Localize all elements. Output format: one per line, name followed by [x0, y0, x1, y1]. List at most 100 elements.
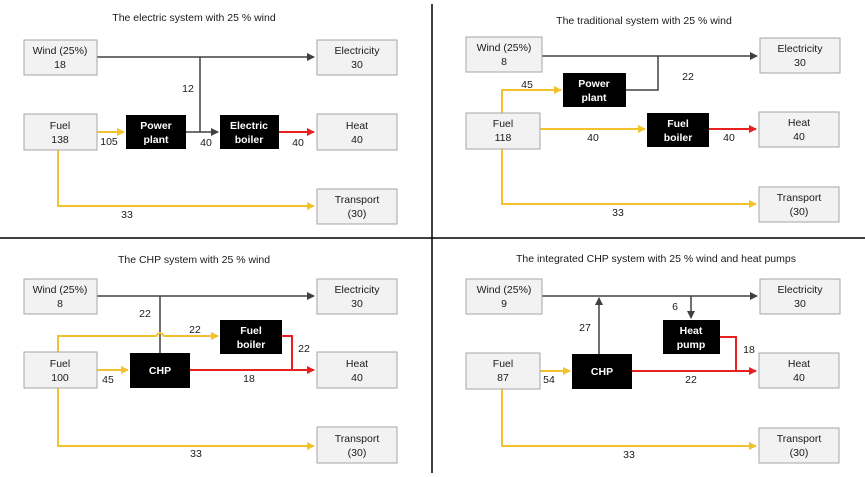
svg-text:Heat: Heat [788, 358, 810, 370]
panel-title: The CHP system with 25 % wind [118, 254, 270, 266]
power-plant-block: Power plant [563, 73, 626, 107]
panel-electric-system: The electric system with 25 % wind Wind … [23, 12, 398, 225]
fuel-to-transport-flow [57, 388, 315, 450]
svg-text:Transport: Transport [335, 194, 380, 206]
svg-text:CHP: CHP [591, 366, 613, 378]
svg-text:Electricity: Electricity [778, 43, 824, 55]
svg-text:40: 40 [351, 134, 363, 146]
svg-text:30: 30 [351, 59, 363, 71]
svg-text:Transport: Transport [335, 433, 380, 445]
svg-text:Fuel: Fuel [667, 118, 689, 130]
chp-block: CHP [130, 353, 190, 388]
heat-box: Heat 40 [758, 111, 840, 148]
svg-text:40: 40 [793, 131, 805, 143]
svg-text:9: 9 [501, 298, 507, 310]
panel-traditional-system: The traditional system with 25 % wind Wi… [465, 15, 841, 223]
panel-title: The traditional system with 25 % wind [556, 15, 732, 27]
plant-to-electricity-flow [626, 56, 659, 91]
flow-label: 27 [579, 322, 591, 334]
svg-text:(30): (30) [348, 447, 367, 459]
fuel-to-boiler-flow [57, 332, 219, 352]
svg-text:Transport: Transport [777, 192, 822, 204]
svg-text:Electricity: Electricity [335, 284, 381, 296]
power-plant-block: Power plant [126, 115, 186, 149]
flow-label: 45 [102, 374, 114, 386]
boiler-to-heat-flow [282, 335, 293, 370]
electricity-box: Electricity 30 [316, 39, 398, 76]
svg-text:8: 8 [57, 298, 63, 310]
wind-box: Wind (25%) 9 [465, 278, 543, 315]
fuel-to-transport-flow [501, 149, 757, 208]
svg-text:100: 100 [51, 372, 69, 384]
panel-chp-system: The CHP system with 25 % wind Wind (25%)… [23, 254, 398, 464]
panel-title: The integrated CHP system with 25 % wind… [516, 253, 796, 265]
heat-box: Heat 40 [316, 113, 398, 151]
svg-text:Power: Power [140, 120, 172, 132]
svg-text:Wind (25%): Wind (25%) [33, 284, 88, 296]
transport-box: Transport (30) [316, 426, 398, 464]
flow-label: 105 [100, 136, 118, 148]
flow-label: 22 [685, 374, 697, 386]
svg-text:CHP: CHP [149, 365, 171, 377]
svg-text:18: 18 [54, 59, 66, 71]
svg-text:8: 8 [501, 56, 507, 68]
flow-label: 33 [190, 448, 202, 460]
svg-text:(30): (30) [348, 208, 367, 220]
flow-label: 33 [612, 207, 624, 219]
svg-text:30: 30 [794, 57, 806, 69]
svg-text:boiler: boiler [237, 339, 266, 351]
fuel-boiler-block: Fuel boiler [647, 113, 709, 147]
flow-label: 18 [743, 344, 755, 356]
panel-title: The electric system with 25 % wind [112, 12, 276, 24]
svg-text:(30): (30) [790, 447, 809, 459]
flow-label: 40 [723, 132, 735, 144]
flow-label: 22 [298, 343, 310, 355]
fuel-to-plant-flow [501, 86, 562, 114]
flow-label: 6 [672, 301, 678, 313]
electric-boiler-block: Electric boiler [220, 115, 279, 149]
svg-text:Fuel: Fuel [493, 118, 513, 130]
fuel-to-transport-flow [57, 150, 315, 210]
fuel-box: Fuel 138 [23, 113, 98, 151]
flow-label: 40 [587, 132, 599, 144]
svg-text:Electricity: Electricity [335, 45, 381, 57]
svg-text:Fuel: Fuel [50, 120, 70, 132]
svg-text:Electricity: Electricity [778, 284, 824, 296]
flow-label: 18 [243, 373, 255, 385]
svg-text:30: 30 [794, 298, 806, 310]
svg-text:Fuel: Fuel [493, 358, 513, 370]
flow-label: 54 [543, 374, 555, 386]
svg-text:Heat: Heat [346, 120, 368, 132]
svg-text:pump: pump [677, 339, 706, 351]
fuel-to-transport-flow [501, 389, 757, 450]
svg-text:Heat: Heat [680, 325, 703, 337]
svg-text:(30): (30) [790, 206, 809, 218]
flow-label: 22 [682, 71, 694, 83]
heat-box: Heat 40 [758, 352, 840, 389]
chp-block: CHP [572, 354, 632, 389]
svg-text:plant: plant [143, 134, 169, 146]
svg-text:Fuel: Fuel [240, 325, 262, 337]
flow-label: 33 [121, 209, 133, 221]
svg-text:plant: plant [581, 92, 607, 104]
fuel-boiler-block: Fuel boiler [220, 320, 282, 354]
svg-text:Wind (25%): Wind (25%) [477, 42, 532, 54]
flow-label: 40 [292, 137, 304, 149]
svg-text:Wind (25%): Wind (25%) [33, 45, 88, 57]
svg-text:40: 40 [351, 372, 363, 384]
flow-label: 22 [139, 308, 151, 320]
svg-text:boiler: boiler [664, 132, 693, 144]
svg-text:Heat: Heat [788, 117, 810, 129]
svg-text:30: 30 [351, 298, 363, 310]
flow-label: 45 [521, 79, 533, 91]
heat-box: Heat 40 [316, 351, 398, 389]
fuel-box: Fuel 87 [465, 352, 541, 390]
electricity-box: Electricity 30 [759, 37, 841, 74]
flow-label: 12 [182, 83, 194, 95]
svg-text:87: 87 [497, 372, 509, 384]
transport-box: Transport (30) [758, 427, 840, 464]
electricity-box: Electricity 30 [316, 278, 398, 315]
heat-pump-block: Heat pump [663, 320, 720, 354]
svg-text:Transport: Transport [777, 433, 822, 445]
